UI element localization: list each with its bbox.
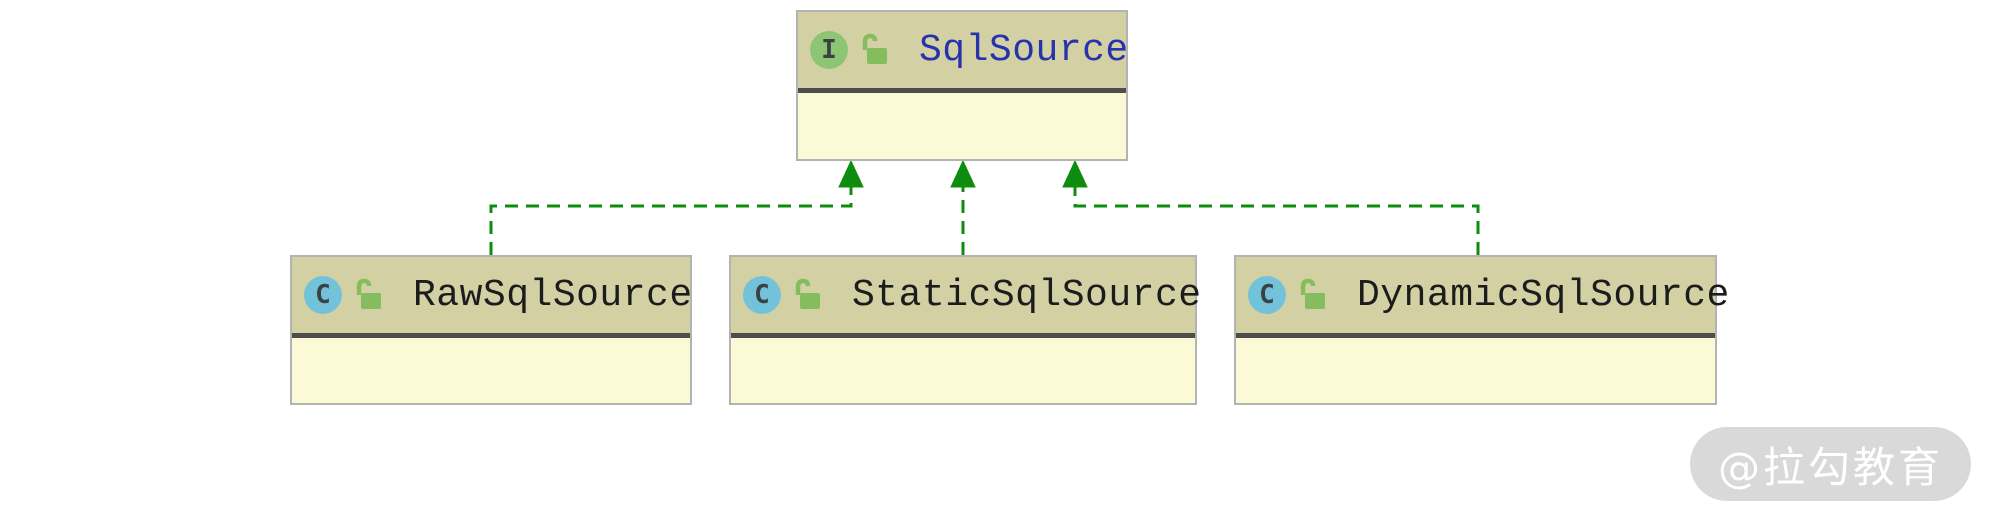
- class-icon: C: [1248, 276, 1286, 314]
- edge-staticsqlsource-implements-sqlsource: [950, 159, 976, 255]
- unlock-icon: [353, 278, 381, 312]
- uml-node-rawsqlsource[interactable]: C RawSqlSource: [290, 255, 692, 405]
- unlock-icon: [859, 33, 887, 67]
- node-members-section: [731, 338, 1195, 403]
- implements-arrowhead: [950, 159, 976, 188]
- node-label: StaticSqlSource: [852, 273, 1202, 317]
- node-label: SqlSource: [919, 28, 1129, 72]
- edge-rawsqlsource-implements-sqlsource: [489, 159, 864, 255]
- uml-node-staticsqlsource[interactable]: C StaticSqlSource: [729, 255, 1201, 405]
- node-label: RawSqlSource: [413, 273, 693, 317]
- node-separator: [798, 88, 1126, 93]
- uml-node-dynamicsqlsource[interactable]: C DynamicSqlSource: [1234, 255, 1729, 405]
- uml-node-sqlsource[interactable]: I SqlSource: [796, 10, 1128, 161]
- node-separator: [292, 333, 690, 338]
- unlock-icon: [792, 278, 820, 312]
- edge-dynamicsqlsource-implements-sqlsource: [1062, 159, 1480, 255]
- node-separator: [1236, 333, 1715, 338]
- class-icon: C: [743, 276, 781, 314]
- node-header: C RawSqlSource: [292, 257, 693, 333]
- node-header: I SqlSource: [798, 12, 1129, 88]
- watermark-badge: @拉勾教育: [1690, 427, 1971, 501]
- node-label: DynamicSqlSource: [1357, 273, 1730, 317]
- node-members-section: [1236, 338, 1715, 403]
- node-members-section: [292, 338, 690, 403]
- node-header: C DynamicSqlSource: [1236, 257, 1729, 333]
- interface-icon: I: [810, 31, 848, 69]
- unlock-icon: [1297, 278, 1325, 312]
- node-separator: [731, 333, 1195, 338]
- implements-arrowhead: [838, 159, 864, 188]
- class-icon: C: [304, 276, 342, 314]
- node-header: C StaticSqlSource: [731, 257, 1201, 333]
- implements-arrowhead: [1062, 159, 1088, 188]
- node-members-section: [798, 93, 1126, 159]
